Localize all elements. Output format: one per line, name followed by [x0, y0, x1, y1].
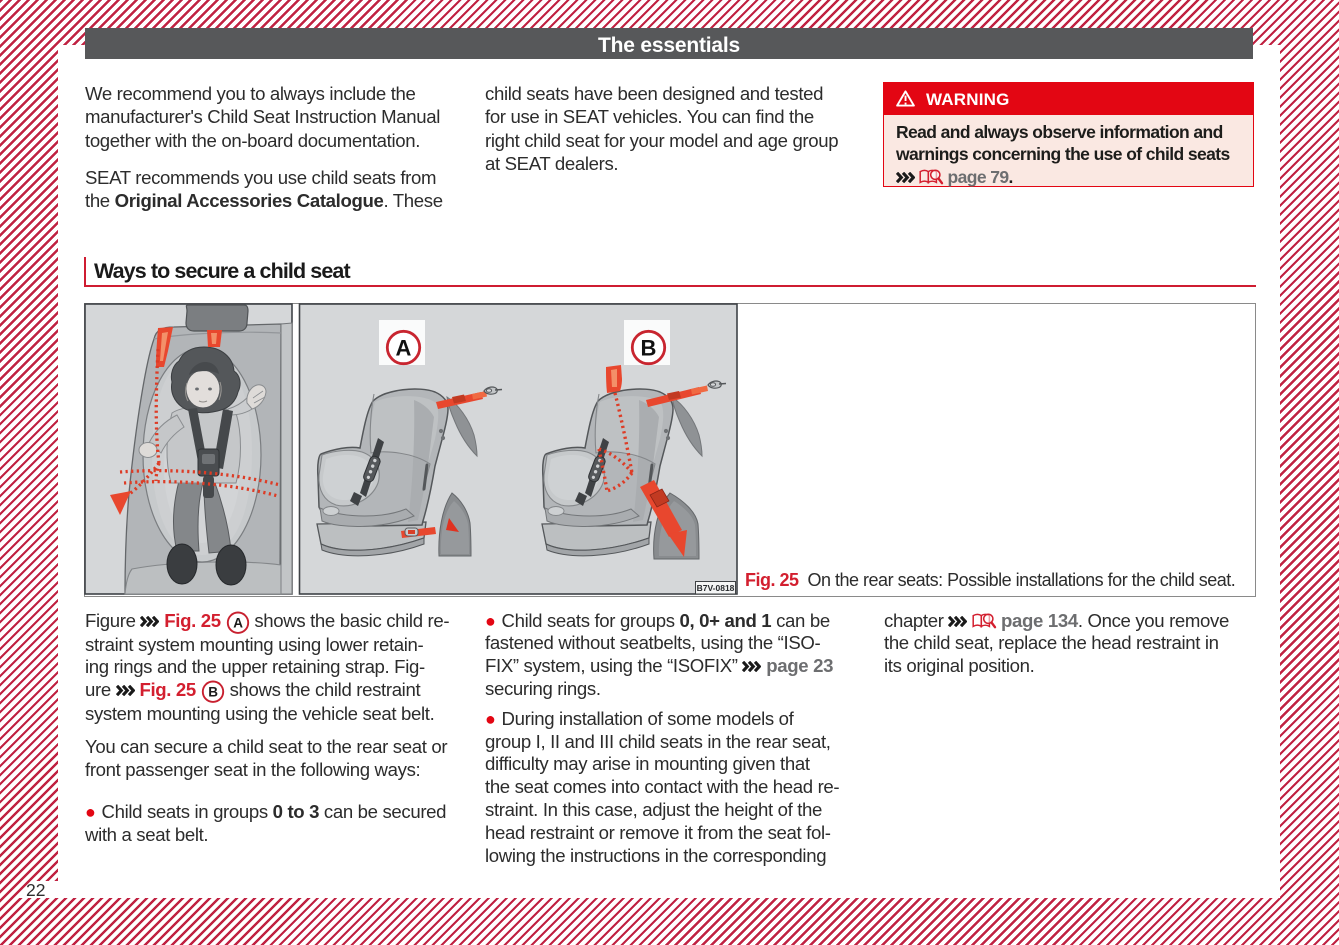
svg-text:B: B — [208, 685, 218, 700]
svg-text:A: A — [396, 336, 412, 361]
svg-text:B7V-0818: B7V-0818 — [697, 583, 735, 593]
svg-text:B: B — [641, 336, 657, 361]
svg-text:A: A — [233, 615, 243, 630]
